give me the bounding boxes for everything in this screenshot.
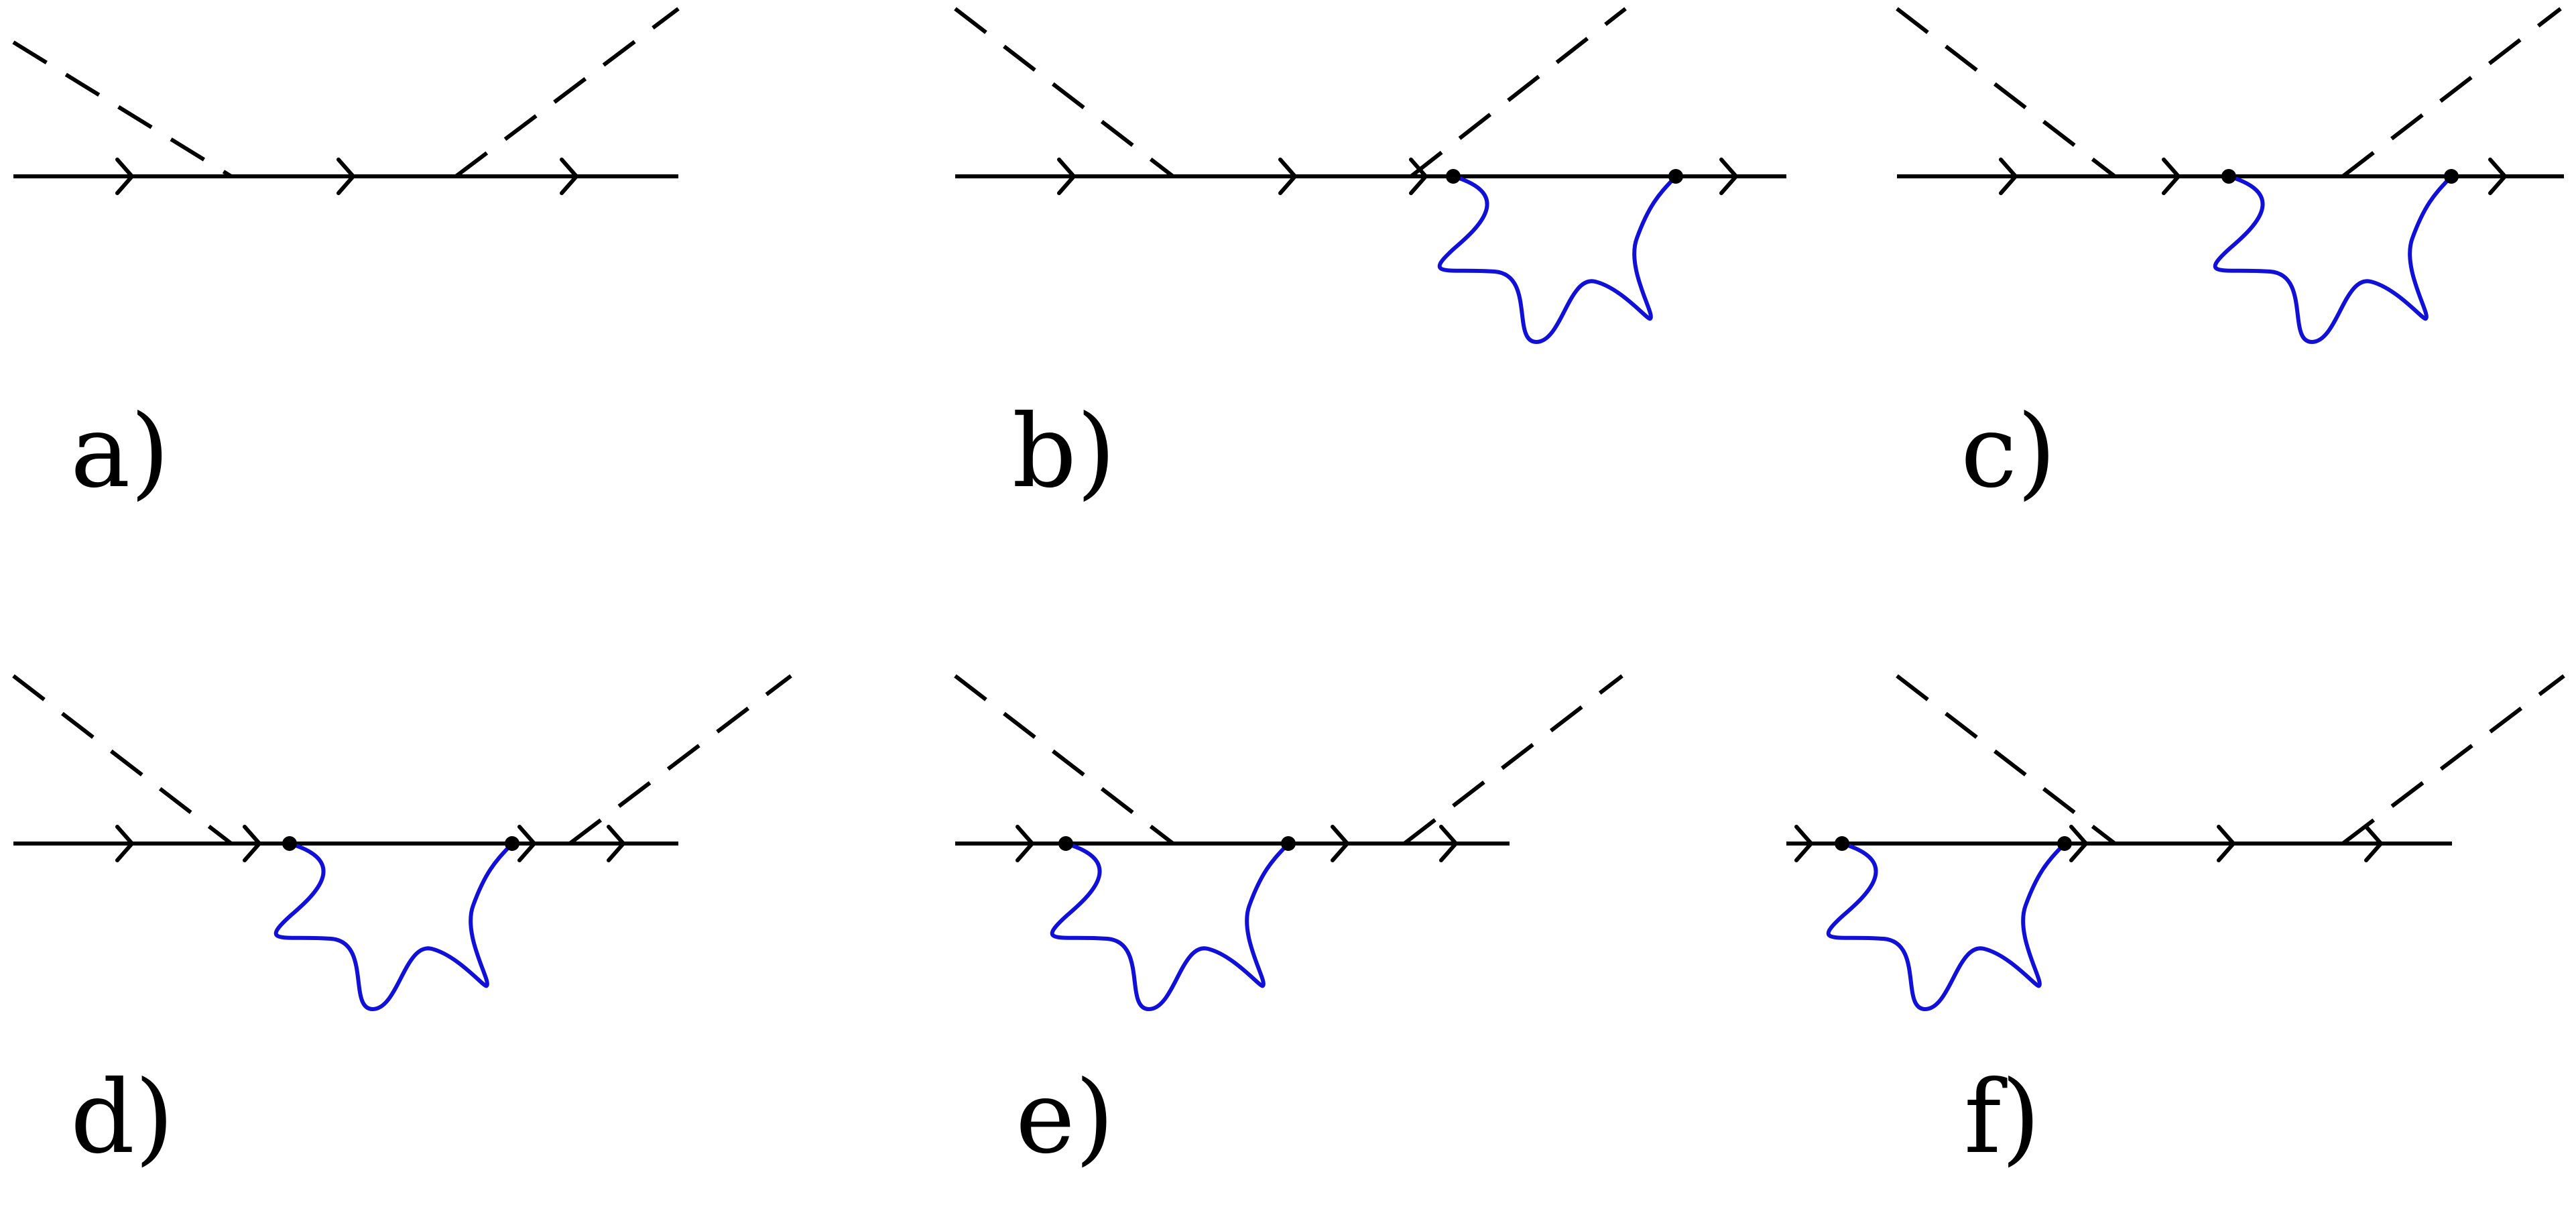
fermion-arrow bbox=[1409, 158, 1428, 195]
panel-label: d) bbox=[70, 1059, 174, 1176]
fermion-arrow bbox=[336, 158, 355, 195]
fermion-arrow bbox=[115, 158, 134, 195]
scalar-line-outgoing bbox=[568, 674, 792, 846]
vertex-dot bbox=[2221, 169, 2236, 184]
fermion-arrow bbox=[1331, 825, 1349, 862]
fermion-arrow bbox=[1719, 158, 1738, 195]
panel-label: b) bbox=[1012, 394, 1116, 510]
fermion-arrow bbox=[2488, 158, 2507, 195]
vertex-dot bbox=[505, 836, 519, 851]
fermion-arrow bbox=[560, 158, 578, 195]
fermion-arrow bbox=[1057, 158, 1076, 195]
panel-f: f) bbox=[1786, 674, 2565, 1176]
panel-a: a) bbox=[12, 7, 680, 510]
fermion-arrow bbox=[1016, 825, 1034, 862]
vertex-dot bbox=[1058, 836, 1073, 851]
scalar-line-incoming bbox=[1896, 7, 2116, 178]
scalar-line-incoming bbox=[1896, 674, 2116, 846]
scalar-line-outgoing bbox=[2341, 7, 2562, 178]
panel-e: e) bbox=[954, 674, 1623, 1176]
fermion-arrow bbox=[1439, 825, 1458, 862]
vertex-dot bbox=[2444, 169, 2459, 184]
photon-line bbox=[1826, 842, 2067, 1011]
panel-label: e) bbox=[1016, 1059, 1114, 1176]
panel-label: c) bbox=[1961, 394, 2057, 510]
scalar-line-incoming bbox=[12, 674, 233, 846]
panel-d: d) bbox=[12, 674, 792, 1176]
fermion-arrow bbox=[115, 825, 134, 862]
fermion-arrow bbox=[1999, 158, 2018, 195]
panel-label: f) bbox=[1964, 1059, 2040, 1176]
scalar-line-outgoing bbox=[454, 7, 680, 178]
panel-c: c) bbox=[1896, 7, 2564, 510]
scalar-line-outgoing bbox=[1403, 674, 1623, 846]
scalar-line-incoming bbox=[954, 674, 1174, 846]
vertex-dot bbox=[1835, 836, 1849, 851]
fermion-arrow bbox=[243, 825, 261, 862]
scalar-line-outgoing bbox=[1410, 7, 1627, 178]
scalar-line-outgoing bbox=[2341, 674, 2565, 846]
photon-line bbox=[1437, 174, 1678, 344]
vertex-dot bbox=[1446, 169, 1461, 184]
photon-line bbox=[273, 842, 514, 1011]
fermion-arrow bbox=[607, 825, 625, 862]
vertex-dot bbox=[282, 836, 297, 851]
vertex-dot bbox=[1668, 169, 1683, 184]
vertex-dot bbox=[2057, 836, 2072, 851]
fermion-arrow bbox=[2217, 825, 2235, 862]
panel-b: b) bbox=[954, 7, 1786, 510]
vertex-dot bbox=[1281, 836, 1296, 851]
photon-line bbox=[2213, 174, 2453, 344]
fermion-arrow bbox=[517, 825, 536, 862]
fermion-arrow bbox=[2069, 825, 2088, 862]
fermion-arrow bbox=[2162, 158, 2181, 195]
scalar-line-incoming bbox=[954, 7, 1174, 178]
scalar-line-incoming bbox=[12, 40, 233, 178]
fermion-arrow bbox=[1794, 825, 1813, 862]
panel-label: a) bbox=[70, 394, 170, 510]
fermion-arrow bbox=[2364, 825, 2383, 862]
photon-line bbox=[1050, 842, 1290, 1011]
fermion-arrow bbox=[1278, 158, 1297, 195]
